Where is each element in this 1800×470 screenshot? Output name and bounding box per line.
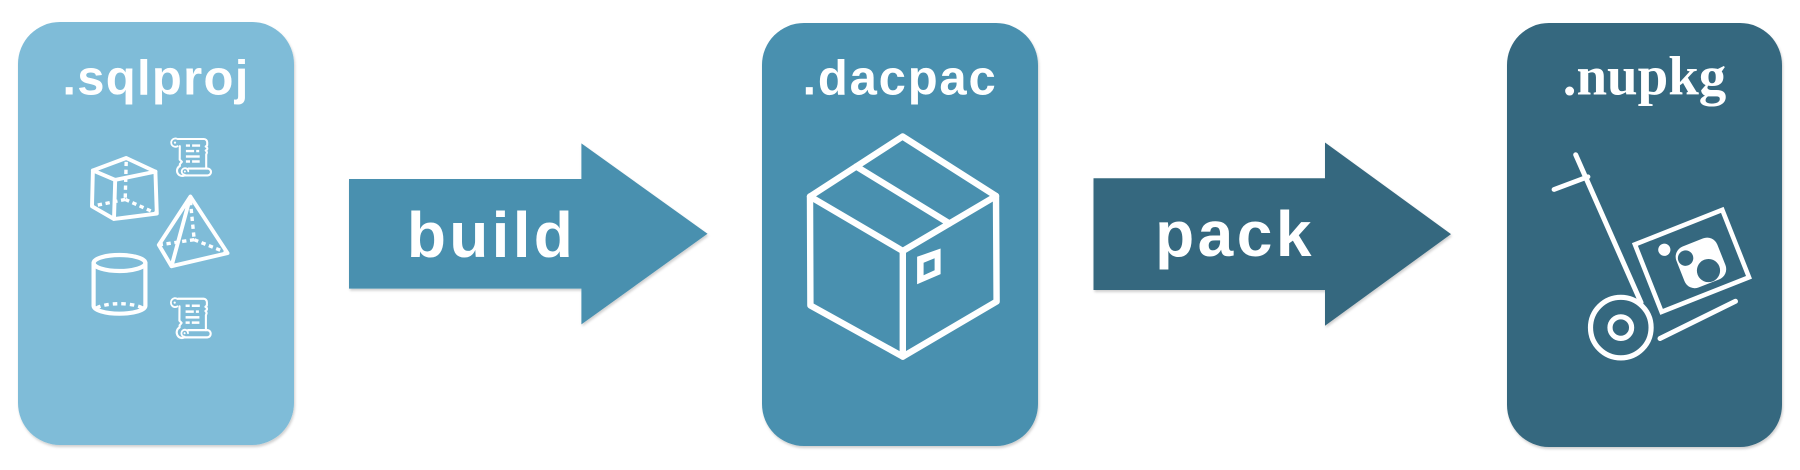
svg-text:.dacpac: .dacpac: [802, 52, 997, 106]
svg-text:build: build: [407, 199, 576, 271]
svg-text:pack: pack: [1155, 198, 1315, 270]
svg-text:.nupkg: .nupkg: [1563, 46, 1727, 107]
svg-text:.sqlproj: .sqlproj: [62, 52, 249, 106]
